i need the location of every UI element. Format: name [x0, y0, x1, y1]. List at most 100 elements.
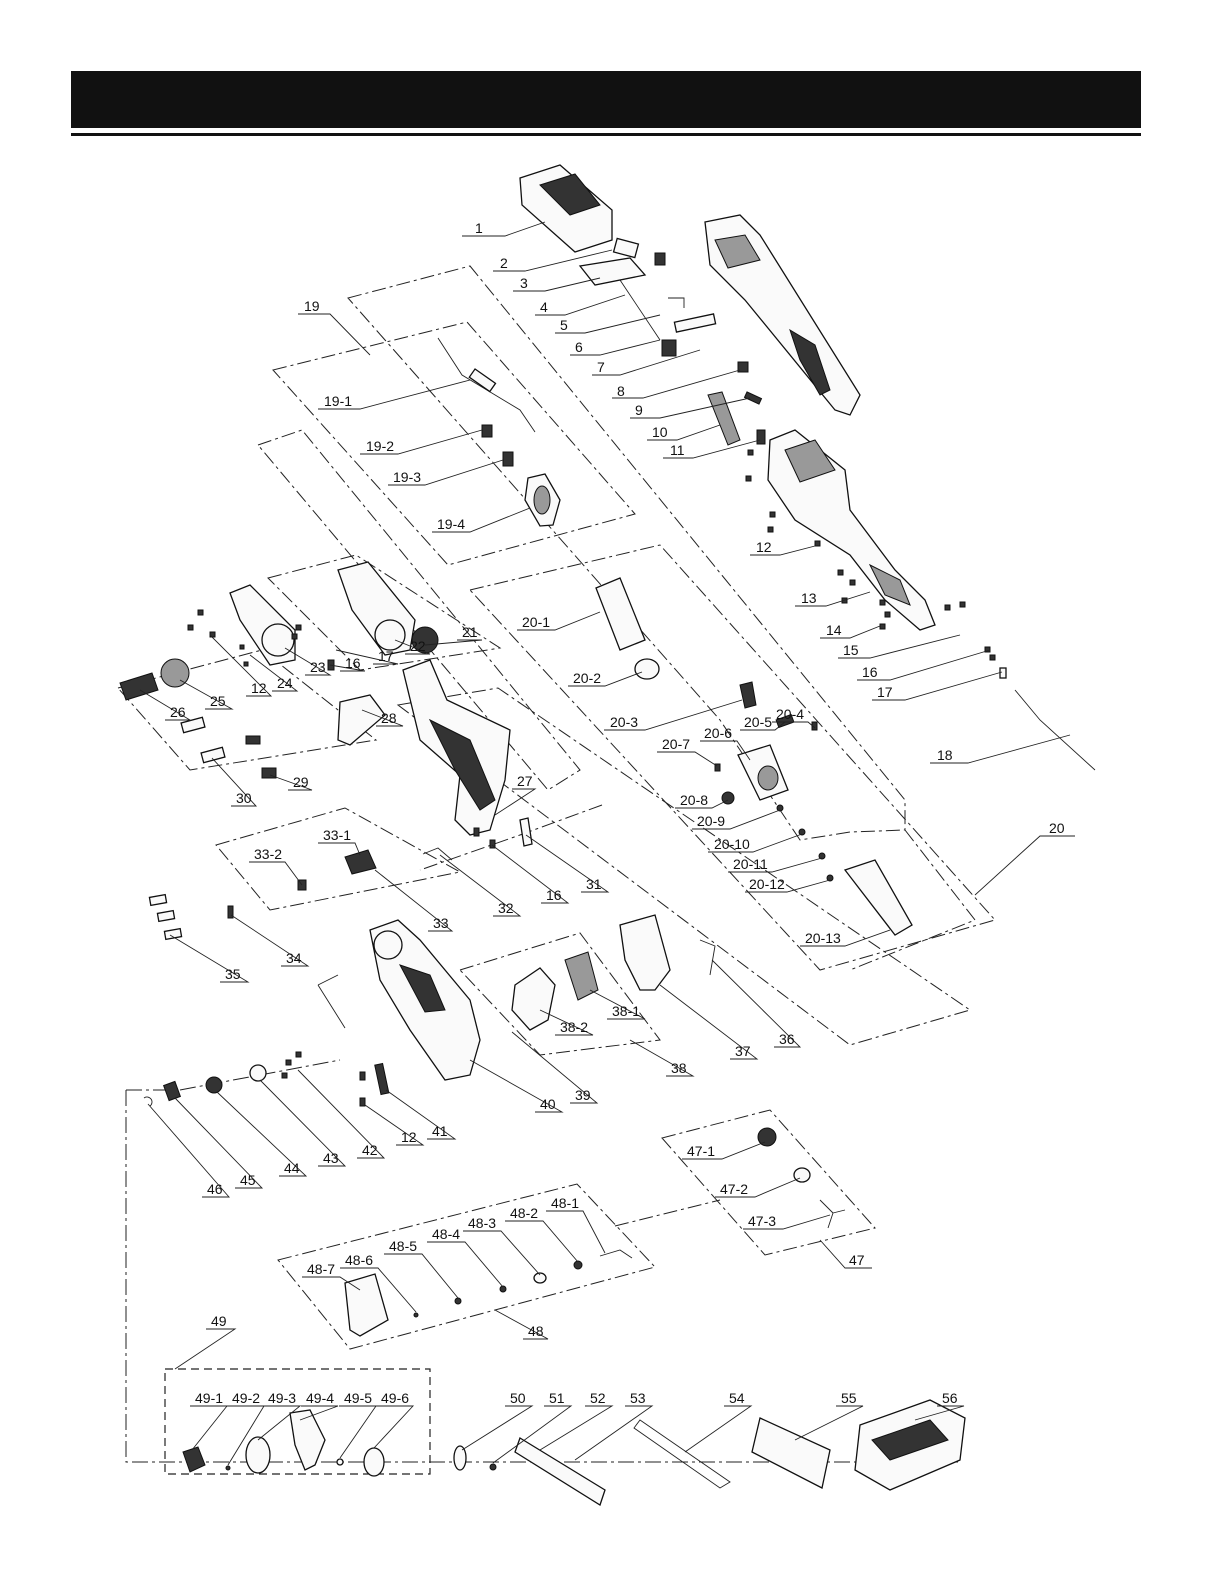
- part-label: 49-2: [232, 1390, 260, 1406]
- part-label: 48-4: [432, 1226, 460, 1242]
- part-label: 20-4: [776, 706, 804, 722]
- group-49-box: [164, 1368, 431, 1475]
- part-label: 30: [236, 790, 252, 806]
- part-label: 48-3: [468, 1215, 496, 1231]
- part-label: 24: [277, 675, 293, 691]
- part-label: 28: [381, 710, 397, 726]
- part-label: 31: [586, 876, 602, 892]
- part-label: 33: [433, 915, 449, 931]
- part-label: 49-6: [381, 1390, 409, 1406]
- part-label: 49-3: [268, 1390, 296, 1406]
- part-label: 7: [597, 359, 605, 375]
- part-label: 33-1: [323, 827, 351, 843]
- part-label: 48-6: [345, 1252, 373, 1268]
- part-label: 48-2: [510, 1205, 538, 1221]
- part-label: 3: [520, 275, 528, 291]
- part-label: 20-1: [522, 614, 550, 630]
- part-label: 16: [345, 655, 361, 671]
- part-label: 34: [286, 950, 302, 966]
- part-label: 49-5: [344, 1390, 372, 1406]
- part-label: 6: [575, 339, 583, 355]
- part-label: 15: [843, 642, 859, 658]
- part-label: 17: [877, 684, 893, 700]
- part-label: 32: [498, 900, 514, 916]
- part-label: 37: [735, 1043, 751, 1059]
- part-label: 42: [362, 1142, 378, 1158]
- part-label: 2: [500, 255, 508, 271]
- part-label: 49-1: [195, 1390, 223, 1406]
- parts: [119, 164, 1096, 1506]
- part-label: 19: [304, 298, 320, 314]
- part-label: 5: [560, 317, 568, 333]
- part-label: 49-4: [306, 1390, 334, 1406]
- part-label: 20-11: [733, 856, 768, 872]
- part-label: 11: [670, 442, 685, 458]
- part-label: 20-7: [662, 736, 690, 752]
- part-label: 38-1: [612, 1003, 640, 1019]
- part-label: 23: [310, 659, 326, 675]
- part-label: 20-8: [680, 792, 708, 808]
- part-label: 33-2: [254, 846, 282, 862]
- header-rule: [71, 133, 1141, 136]
- part-label: 18: [937, 747, 953, 763]
- part-label: 53: [630, 1390, 646, 1406]
- part-label: 19-4: [437, 516, 465, 532]
- part-label: 19-2: [366, 438, 394, 454]
- part-label: 20-6: [704, 725, 732, 741]
- part-label: 47-3: [748, 1213, 776, 1229]
- part-label: 16: [862, 664, 878, 680]
- part-label: 13: [801, 590, 817, 606]
- part-label: 40: [540, 1096, 556, 1112]
- part-label: 52: [590, 1390, 606, 1406]
- part-label: 51: [549, 1390, 565, 1406]
- part-label: 50: [510, 1390, 526, 1406]
- part-label: 44: [284, 1160, 300, 1176]
- part-label: 49: [211, 1313, 227, 1329]
- part-label: 20-2: [573, 670, 601, 686]
- part-label: 20-3: [610, 714, 638, 730]
- part-label: 14: [826, 622, 842, 638]
- part-label: 20-12: [749, 876, 785, 892]
- part-label: 48-5: [389, 1238, 417, 1254]
- part-label: 56: [942, 1390, 958, 1406]
- part-label: 20-5: [744, 714, 772, 730]
- part-label: 43: [323, 1150, 339, 1166]
- part-label: 10: [652, 424, 668, 440]
- part-label: 22: [410, 638, 426, 654]
- part-label: 47: [849, 1252, 865, 1268]
- leader-lines: [139, 221, 1075, 1466]
- part-label: 21: [462, 624, 478, 640]
- part-label: 17: [378, 648, 394, 664]
- part-label: 20: [1049, 820, 1065, 836]
- part-label: 47-1: [687, 1143, 715, 1159]
- part-label: 45: [240, 1172, 256, 1188]
- group-outlines: [117, 265, 996, 1350]
- part-label: 1: [475, 220, 483, 236]
- part-label: 19-3: [393, 469, 421, 485]
- part-labels: 1234567891011121314151617181919-119-219-…: [170, 220, 1065, 1406]
- part-label: 48-7: [307, 1261, 335, 1277]
- part-label: 9: [635, 402, 643, 418]
- part-label: 12: [251, 680, 267, 696]
- header-bar: [71, 71, 1141, 128]
- part-label: 16: [546, 887, 562, 903]
- part-label: 20-10: [714, 836, 750, 852]
- part-label: 39: [575, 1087, 591, 1103]
- part-label: 47-2: [720, 1181, 748, 1197]
- part-label: 54: [729, 1390, 745, 1406]
- part-label: 36: [779, 1031, 795, 1047]
- part-label: 46: [207, 1181, 223, 1197]
- part-label: 12: [401, 1129, 417, 1145]
- part-label: 41: [432, 1123, 448, 1139]
- part-label: 38: [671, 1060, 687, 1076]
- part-label: 20-9: [697, 813, 725, 829]
- part-label: 48-1: [551, 1195, 579, 1211]
- part-label: 4: [540, 299, 548, 315]
- part-label: 27: [517, 773, 533, 789]
- part-label: 8: [617, 383, 625, 399]
- part-label: 12: [756, 539, 772, 555]
- part-label: 26: [170, 704, 186, 720]
- part-label: 48: [528, 1323, 544, 1339]
- part-label: 20-13: [805, 930, 841, 946]
